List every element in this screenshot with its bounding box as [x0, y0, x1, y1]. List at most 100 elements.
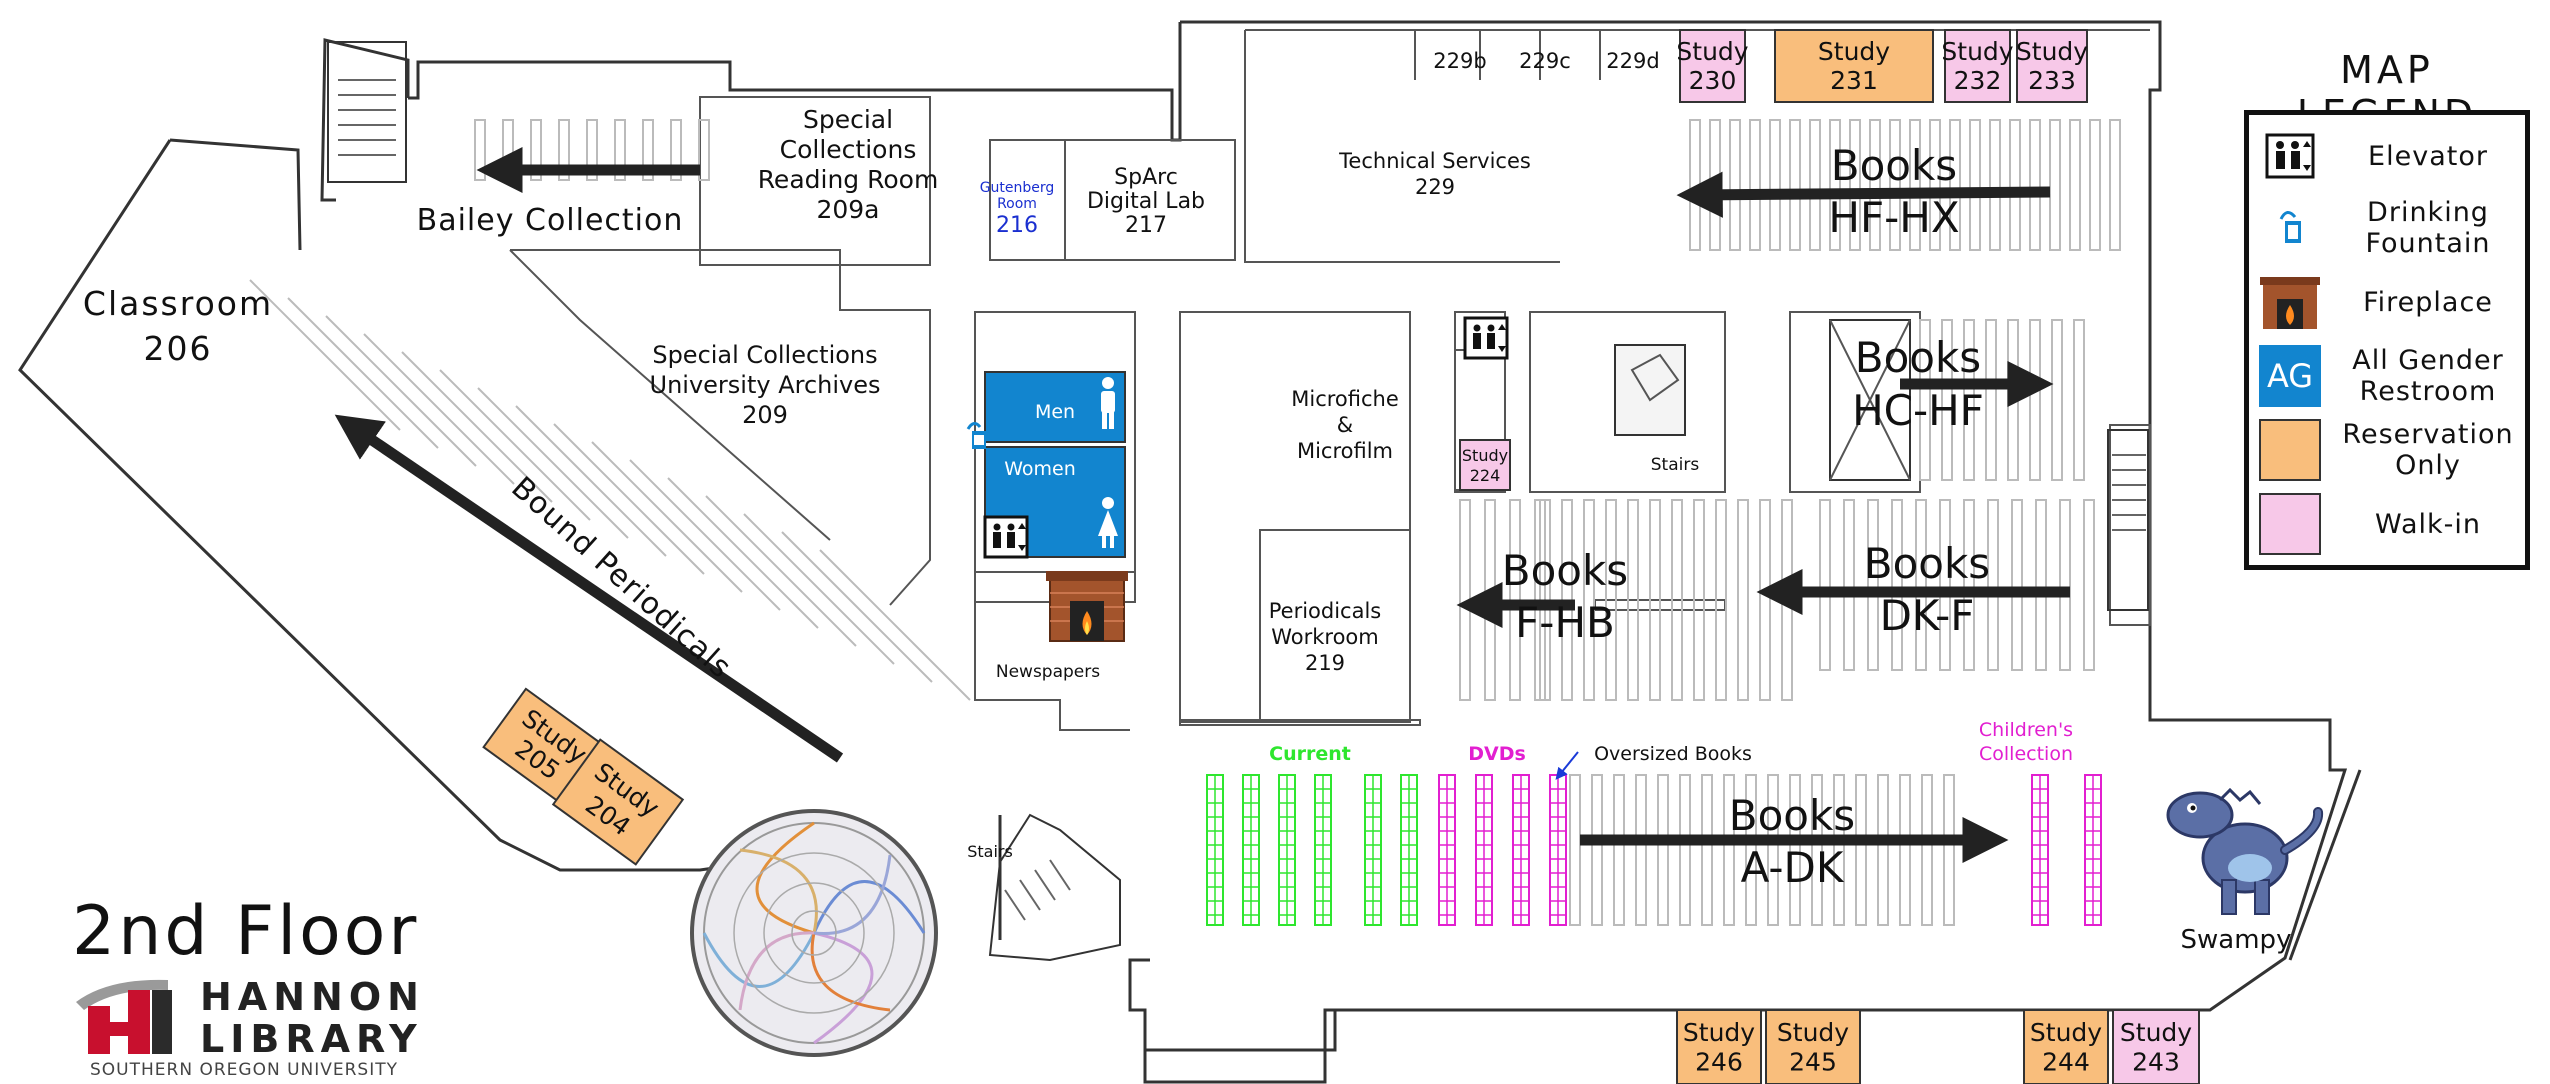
shelf — [1929, 119, 1941, 251]
study-232-line2: 232 — [1954, 66, 2002, 95]
women-label: Women — [1004, 458, 1076, 480]
shelf — [2073, 319, 2085, 481]
room-229d: 229d — [1606, 49, 1659, 73]
legend-walkin: Walk-in — [2259, 493, 2525, 557]
shelf — [439, 369, 591, 521]
books-f-hb-l1: Books — [1502, 546, 1628, 595]
classroom-l1: Classroom — [83, 284, 273, 323]
study-245-line2: 245 — [1789, 1048, 1837, 1077]
reading-room-l2: Collections — [780, 135, 917, 164]
rotunda-window — [690, 809, 938, 1057]
legend-elevator: Elevator — [2259, 125, 2525, 189]
shelf — [558, 119, 570, 181]
study-232-line1: Study — [1941, 37, 2013, 66]
shelf — [1849, 119, 1861, 251]
shelf — [1843, 499, 1855, 671]
shelf — [325, 315, 477, 467]
legend-reservation: Reservation Only — [2259, 419, 2525, 483]
shelf — [1963, 319, 1975, 481]
fireplace-icon — [1046, 571, 1128, 642]
shelf — [1767, 774, 1779, 926]
drinking-fountain-icon — [966, 422, 986, 449]
colored-shelf — [1438, 774, 1456, 926]
shelf — [1709, 119, 1721, 251]
colored-shelf — [1364, 774, 1382, 926]
microfiche-l1: Microfiche — [1291, 387, 1399, 411]
shelf — [1919, 319, 1931, 481]
gutenberg-l3: 216 — [996, 213, 1038, 238]
shelf — [1811, 774, 1823, 926]
shelf — [1969, 119, 1981, 251]
workroom-l2: Workroom — [1271, 625, 1379, 649]
legend-walkin-label: Walk-in — [2374, 508, 2481, 540]
all-gender-restroom-icon: AG — [2259, 345, 2321, 407]
shelf — [1657, 774, 1669, 926]
study-243-line2: 243 — [2132, 1048, 2180, 1077]
shelf — [1869, 119, 1881, 251]
shelf — [1891, 499, 1903, 671]
shelf — [1627, 499, 1639, 701]
shelf — [2051, 319, 2063, 481]
shelf — [705, 495, 857, 647]
study-230-line2: 230 — [1689, 66, 1737, 95]
books-f-hb-l2: F-HB — [1515, 598, 1615, 647]
study-231-line2: 231 — [1830, 66, 1878, 95]
shelf — [1963, 499, 1975, 671]
shelf — [2029, 319, 2041, 481]
study-246-line2: 246 — [1695, 1048, 1743, 1077]
shelf — [614, 119, 626, 181]
books-a-dk-l2: A-DK — [1741, 843, 1845, 892]
shelf — [1729, 119, 1741, 251]
shelf — [474, 119, 486, 181]
shelf — [1809, 119, 1821, 251]
books-hf-hx-l2: HF-HX — [1828, 193, 1959, 242]
shelf — [1715, 499, 1727, 701]
interior-walls — [509, 29, 2151, 731]
shelf — [1987, 499, 1999, 671]
shelf — [1605, 499, 1617, 701]
swampy-mascot-icon — [2166, 787, 2324, 915]
study-243-line1: Study — [2120, 1018, 2192, 1047]
shelf — [1759, 499, 1771, 701]
shelf — [2049, 119, 2061, 251]
shelf — [515, 405, 667, 557]
shelf — [1819, 499, 1831, 671]
sparc-l1: SpArc — [1114, 165, 1178, 190]
shelf — [1789, 774, 1801, 926]
shelf — [698, 119, 710, 181]
shelf — [667, 477, 819, 629]
sparc-l3: 217 — [1125, 213, 1167, 238]
shelf — [629, 459, 781, 611]
shelf — [591, 441, 743, 593]
legend-elevator-label: Elevator — [2368, 140, 2488, 172]
newspapers-label: Newspapers — [996, 662, 1100, 682]
stairs-south-label: Stairs — [967, 842, 1013, 861]
archives-l2: University Archives — [650, 371, 881, 399]
shelf — [249, 279, 401, 431]
shelf — [1635, 774, 1647, 926]
current-label: Current — [1269, 743, 1351, 765]
fireplace-icon — [2260, 277, 2320, 329]
study-245-line1: Study — [1777, 1018, 1849, 1047]
workroom-l1: Periodicals — [1269, 599, 1382, 623]
reading-room-l1: Special — [803, 105, 893, 134]
stairwells — [327, 41, 2149, 962]
shelf — [819, 549, 971, 701]
oversized-pointer — [1555, 751, 1579, 780]
technical-l1: Technical Services — [1338, 149, 1531, 173]
colored-shelf — [1549, 774, 1567, 926]
archives-l1: Special Collections — [652, 341, 877, 369]
study-230-line1: Study — [1676, 37, 1748, 66]
men-label: Men — [1035, 401, 1075, 423]
shelf — [1909, 119, 1921, 251]
arrow-hf-hx — [1676, 171, 2051, 218]
logo-subtitle: SOUTHERN OREGON UNIVERSITY — [90, 1060, 398, 1080]
bailey-label: Bailey Collection — [417, 203, 684, 238]
shelf — [1689, 119, 1701, 251]
shelf — [586, 119, 598, 181]
shelf — [1749, 119, 1761, 251]
